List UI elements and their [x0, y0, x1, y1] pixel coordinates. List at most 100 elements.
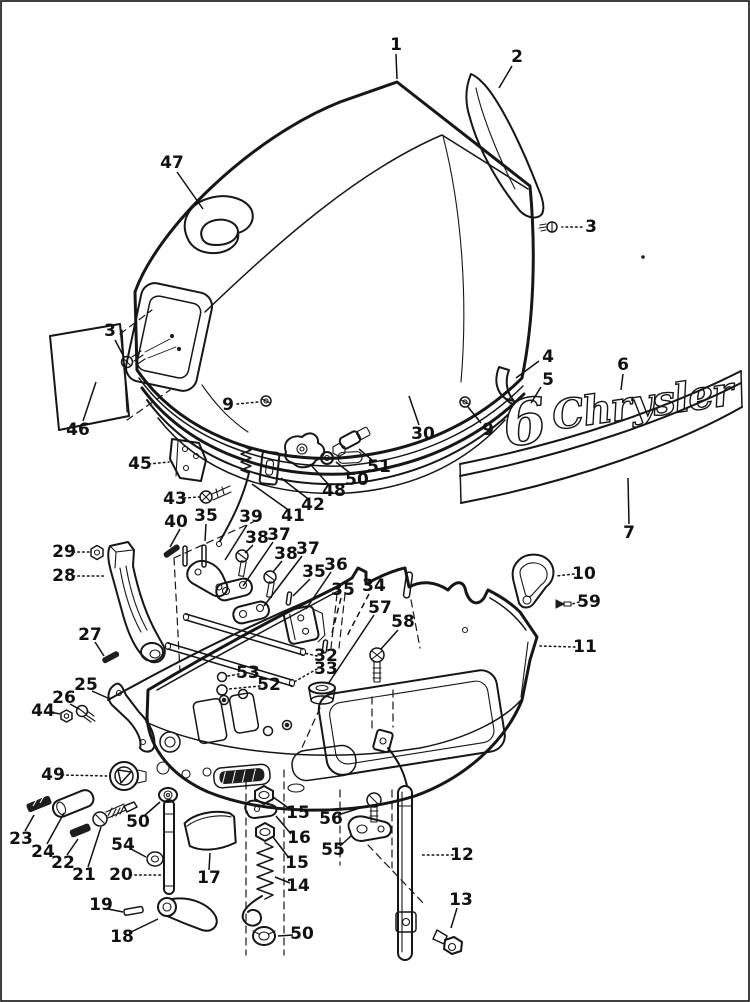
callout-part-11: 11	[573, 637, 597, 657]
leader-part-24	[46, 812, 65, 845]
callout-part-22: 22	[51, 853, 75, 873]
callout-part-38: 38	[245, 528, 269, 548]
part-58-screw	[369, 647, 385, 683]
leader-part-55	[339, 835, 352, 847]
leader-part-41	[251, 483, 288, 510]
part-38-screw-upper	[235, 549, 249, 577]
callout-part-24: 24	[31, 842, 55, 862]
leader-part-42	[280, 477, 308, 499]
callout-part-9: 9	[482, 420, 494, 440]
cowl-inner-flange	[156, 589, 527, 691]
leader-part-27	[94, 641, 105, 657]
part-35-pin	[201, 544, 207, 568]
leader-part-17	[208, 852, 211, 871]
part-27-pin	[102, 651, 120, 664]
part-28-shift-lever	[107, 541, 166, 664]
part-41-spring-link	[215, 446, 252, 548]
leader-part-49	[61, 774, 109, 777]
part-21-detent-screw	[92, 801, 138, 827]
callout-part-37: 37	[267, 525, 291, 545]
leader-part-21	[87, 826, 102, 868]
cowl-opening	[228, 692, 260, 734]
cowl-boss	[181, 769, 191, 779]
callout-part-32: 32	[314, 646, 338, 666]
plate-projection-line	[119, 309, 153, 335]
callout-part-35: 35	[194, 506, 218, 526]
callout-part-33: 33	[314, 659, 338, 679]
callout-part-7: 7	[623, 523, 635, 543]
callout-part-47: 47	[160, 153, 184, 173]
leader-part-37	[263, 555, 303, 607]
callout-part-34: 34	[362, 576, 386, 596]
part-43-screw	[199, 485, 232, 504]
leader-part-18	[128, 918, 159, 934]
part-9-grommet-left	[260, 395, 272, 407]
cowl-front-port	[291, 744, 357, 782]
plate-projection-line	[126, 389, 171, 421]
cowl-boss	[156, 761, 170, 775]
bottom-hardware	[26, 689, 463, 961]
leader-part-5	[530, 386, 542, 404]
leader-part-3	[114, 339, 125, 358]
leader-part-38	[244, 544, 254, 554]
linkage-parts-cluster	[60, 426, 371, 753]
part-37-clamp-lower	[232, 600, 270, 625]
part-39-lever	[186, 560, 229, 598]
leader-part-57	[327, 614, 375, 685]
part-47-grip-pad	[183, 195, 254, 255]
leader-part-25	[91, 690, 111, 700]
leader-part-40	[169, 528, 181, 548]
callout-part-51: 51	[367, 457, 391, 477]
part-20-latch-rod	[163, 799, 175, 895]
callout-part-45: 45	[128, 454, 152, 474]
bottom-projection-lines	[245, 689, 426, 956]
leader-part-1	[395, 53, 398, 80]
part-3-screw-right	[538, 221, 558, 233]
leader-part-38	[272, 560, 283, 573]
callout-part-48: 48	[322, 481, 346, 501]
part-26-screw	[75, 704, 96, 723]
part-22-key	[69, 823, 91, 838]
part-17-deflector	[183, 810, 237, 851]
callout-part-27: 27	[78, 625, 102, 645]
part-2-rear-fin	[465, 73, 545, 219]
leader-part-34	[345, 593, 370, 639]
leader-part-9	[467, 406, 482, 424]
leader-part-53	[227, 673, 240, 677]
callout-part-55: 55	[321, 840, 345, 860]
part-11-lower-cowl	[145, 566, 539, 812]
callout-part-28: 28	[52, 566, 76, 586]
grip-pad-hand-hole	[200, 218, 239, 246]
part-33-link-rod	[164, 641, 296, 688]
callout-part-59: 59	[577, 592, 601, 612]
leader-part-52	[228, 685, 261, 690]
callout-part-50: 50	[290, 924, 314, 944]
leader-part-9	[236, 401, 259, 405]
callout-part-43: 43	[163, 489, 187, 509]
part-14-spring	[256, 842, 274, 900]
leader-part-32	[303, 652, 318, 657]
callout-part-3: 3	[104, 321, 116, 341]
callout-part-41: 41	[281, 506, 305, 526]
leader-part-58	[380, 629, 399, 650]
part-23-key	[26, 795, 52, 813]
leader-part-50	[143, 801, 161, 817]
callout-part-39: 39	[239, 507, 263, 527]
callout-part-50: 50	[126, 812, 150, 832]
part-10-latch-bracket	[511, 553, 555, 609]
callout-part-37: 37	[296, 539, 320, 559]
callout-part-53: 53	[236, 663, 260, 683]
leader-part-10	[555, 573, 575, 577]
part-15-nut-upper	[254, 785, 274, 805]
front-window	[124, 282, 214, 392]
leader-part-39	[224, 524, 248, 561]
callout-part-36: 36	[324, 555, 348, 575]
leader-part-59	[571, 601, 580, 605]
callout-part-26: 26	[52, 688, 76, 708]
leader-part-6	[620, 373, 624, 391]
callout-part-40: 40	[164, 512, 188, 532]
leader-part-50	[335, 461, 351, 474]
leader-part-51	[358, 448, 373, 461]
part-38-screw-lower	[263, 570, 277, 598]
